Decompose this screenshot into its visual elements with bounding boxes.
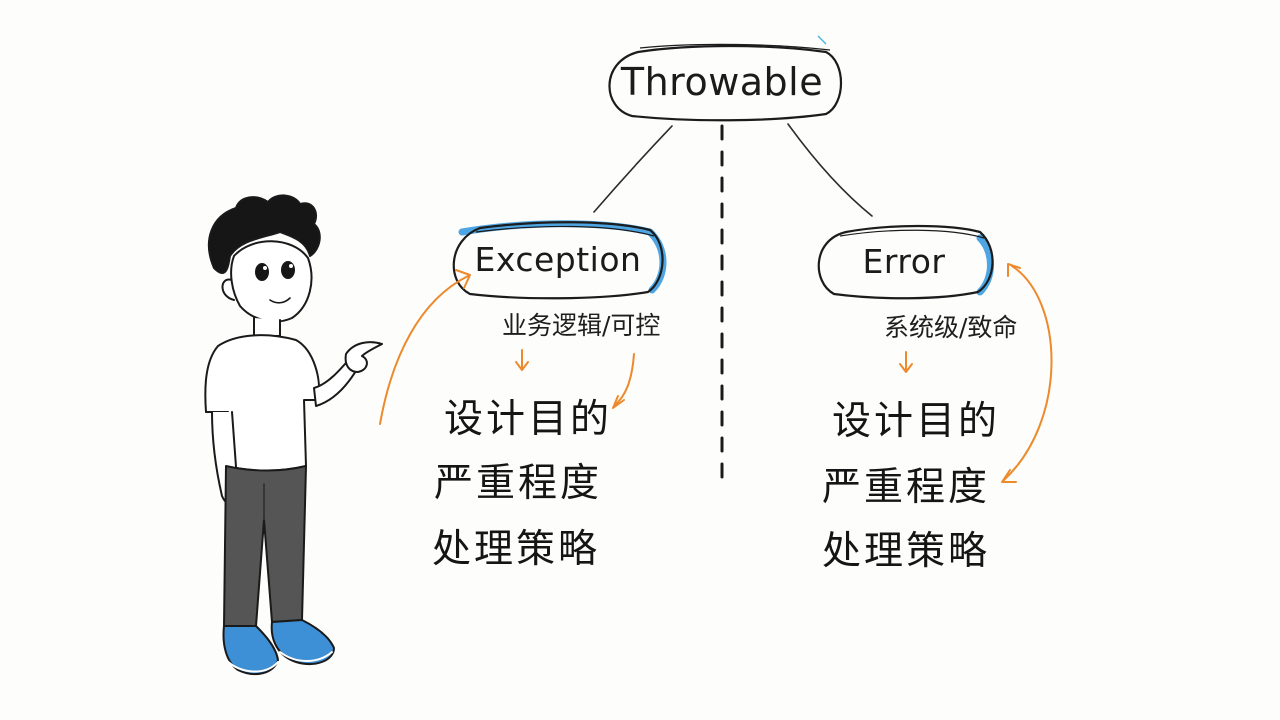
character-mouth	[269, 297, 291, 304]
connector-root-exception	[593, 125, 673, 213]
exception-aspect-design-purpose: 设计目的	[444, 397, 613, 442]
character-pants	[223, 465, 307, 627]
exception-aspect-handling-strategy: 处理策略	[432, 527, 601, 572]
error-box-sketch	[839, 229, 985, 239]
exception-box	[452, 221, 664, 300]
arrowhead-character-to-exception	[455, 269, 471, 289]
arrowhead-error-loop-bottom	[1001, 469, 1017, 483]
exception-box-sketch	[475, 225, 655, 237]
character-neck	[253, 317, 281, 337]
node-throwable: Throwable	[620, 60, 824, 104]
connector-root-error	[787, 123, 873, 217]
arrow-left-curve	[613, 353, 635, 407]
character-right-shoe-sole	[279, 651, 333, 662]
character-ear	[221, 278, 235, 301]
character-face	[230, 240, 313, 323]
throwable-box	[608, 44, 843, 122]
character-left-shoe	[222, 625, 279, 676]
throwable-box-sketch	[639, 43, 831, 51]
character-pointing-hand	[344, 341, 383, 373]
arrow-error-loop	[1003, 265, 1053, 481]
arrowhead-error-loop-top	[1007, 263, 1021, 277]
node-error: Error	[862, 241, 946, 281]
character-illustration	[204, 194, 383, 676]
arrow-character-to-exception	[379, 275, 469, 425]
node-exception: Exception	[474, 239, 642, 279]
arrowhead-left-note-down	[515, 361, 529, 371]
character-eye-left	[255, 263, 269, 281]
orange-arrows	[379, 263, 1053, 483]
character-eye-shine-right	[289, 264, 293, 268]
highlight-mark	[817, 35, 827, 45]
character-eye-shine-left	[263, 266, 267, 270]
character-left-shoe-sole	[225, 659, 279, 673]
exception-note: 业务逻辑/可控	[502, 311, 661, 340]
error-aspect-severity: 严重程度	[822, 465, 991, 510]
character-hair	[207, 194, 321, 274]
error-aspect-handling-strategy: 处理策略	[822, 529, 991, 574]
exception-aspect-severity: 严重程度	[434, 461, 603, 506]
character-eye-right	[281, 261, 295, 279]
arrowhead-right-note-down	[899, 363, 913, 373]
arrowhead-left-curve	[612, 395, 625, 409]
error-box	[817, 224, 994, 300]
error-aspect-design-purpose: 设计目的	[832, 399, 1001, 444]
error-note: 系统级/致命	[884, 313, 1018, 342]
character-right-shoe	[270, 619, 335, 666]
